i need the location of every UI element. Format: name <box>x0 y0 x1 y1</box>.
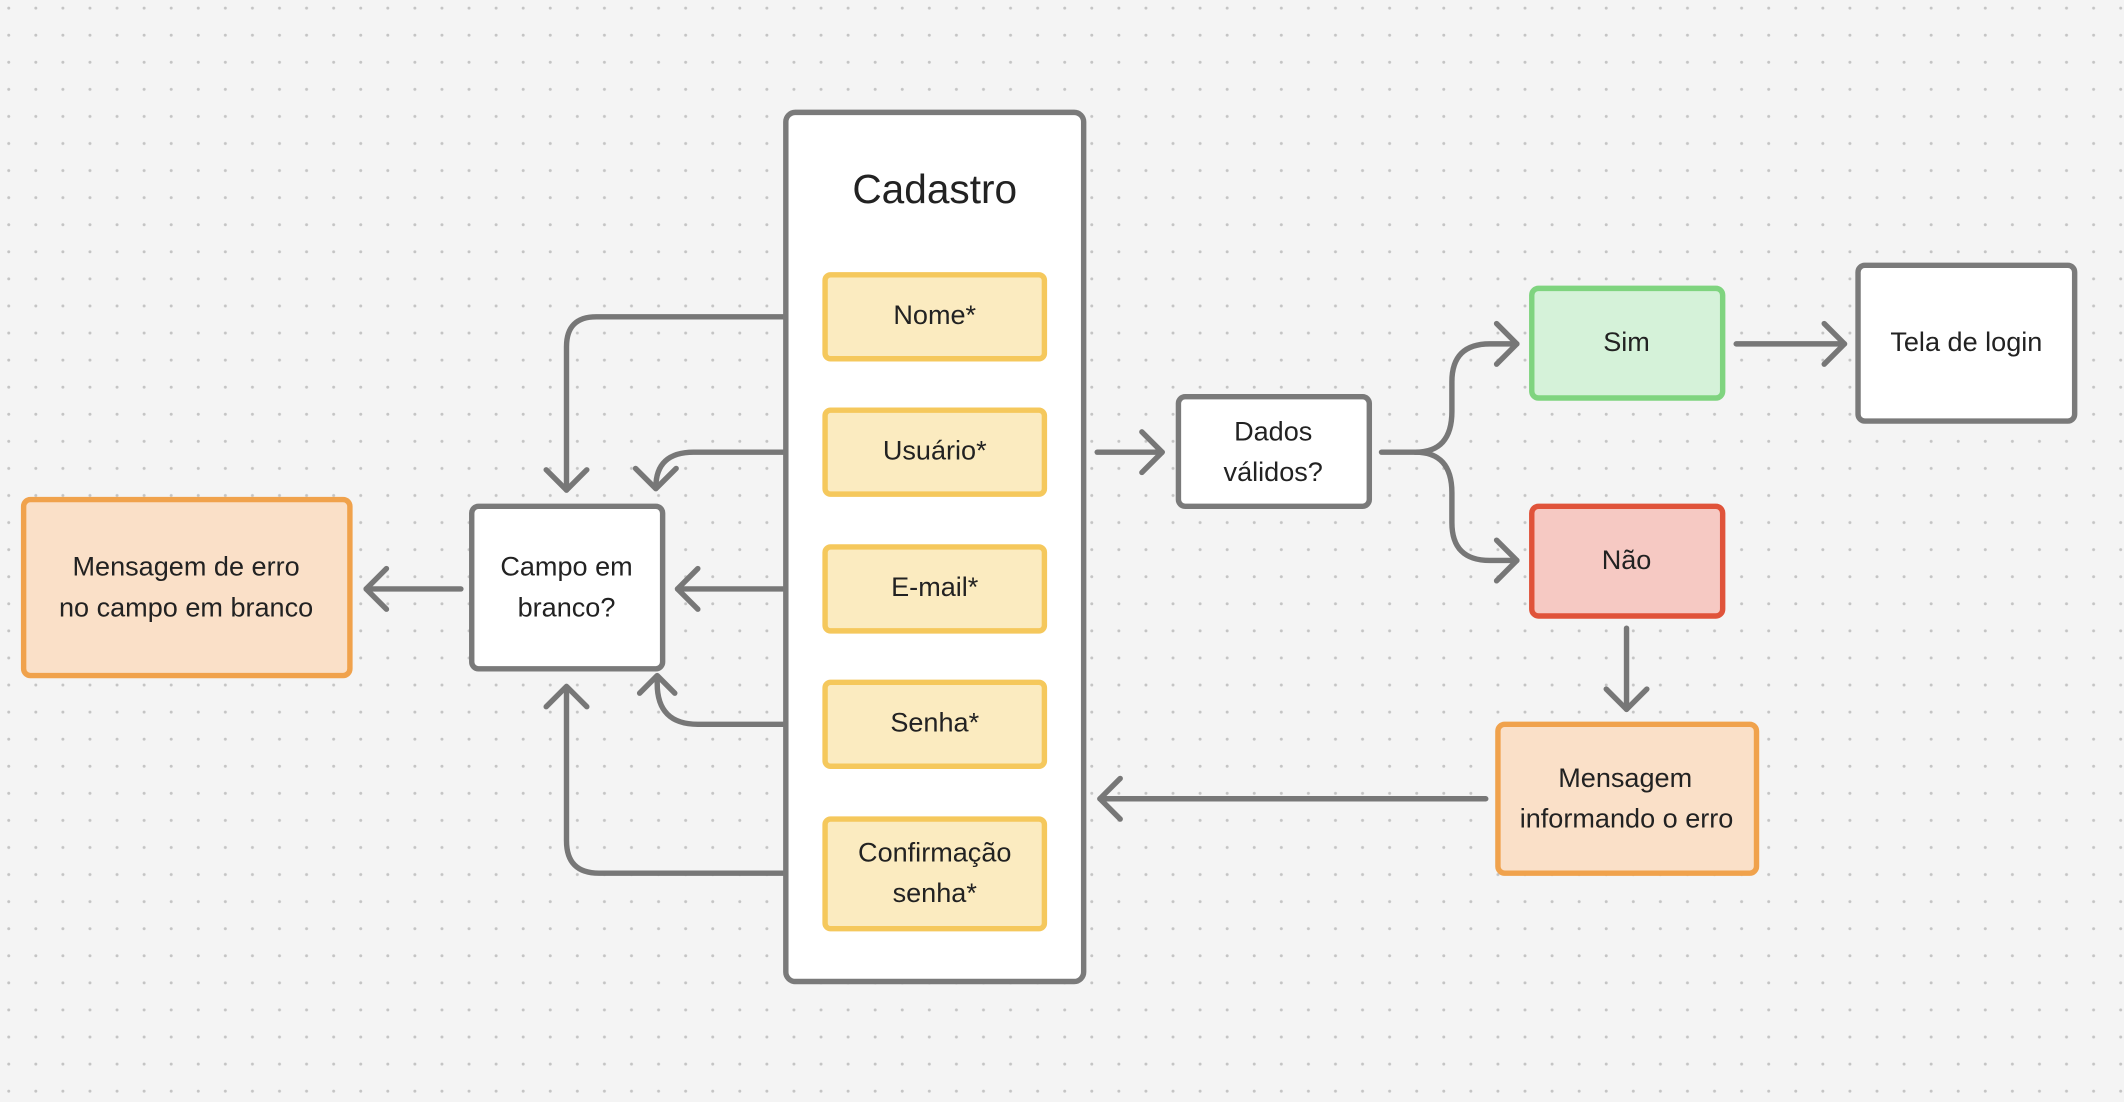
decision-valid-data[interactable]: Dados válidos? <box>1175 393 1373 510</box>
connector-yes-to-login <box>1733 320 1848 367</box>
field-confirmacao-senha[interactable]: Confirmação senha* <box>822 816 1048 932</box>
form-title: Cadastro <box>852 166 1017 212</box>
node-label-line2: válidos? <box>1224 456 1323 487</box>
field-usuario[interactable]: Usuário* <box>822 407 1048 497</box>
outcome-yes[interactable]: Sim <box>1529 285 1726 401</box>
login-screen-node[interactable]: Tela de login <box>1855 262 2078 424</box>
connector-confirmacao-to-blank-check <box>543 683 816 876</box>
outcome-no[interactable]: Não <box>1529 503 1726 619</box>
node-label: Não <box>1602 544 1652 575</box>
connector-invalid-error-to-form <box>1097 775 1489 822</box>
field-label-line2: senha* <box>893 877 978 908</box>
connector-usuario-to-blank-check <box>632 449 816 492</box>
node-label-line1: Campo em <box>500 551 632 582</box>
node-label: Tela de login <box>1890 326 2042 357</box>
connector-nome-to-blank-check <box>543 314 816 493</box>
node-label-line1: Dados <box>1234 415 1312 446</box>
field-nome[interactable]: Nome* <box>822 272 1048 362</box>
node-label: Sim <box>1603 326 1650 357</box>
field-label: Senha* <box>890 706 979 737</box>
node-label-line1: Mensagem <box>1558 762 1692 793</box>
blank-field-error-message[interactable]: Mensagem de erro no campo em branco <box>20 496 353 679</box>
connector-senha-to-blank-check <box>636 672 816 727</box>
connector-no-to-invalid-error <box>1603 625 1650 713</box>
node-label-line2: no campo em branco <box>59 591 313 622</box>
connector-form-to-valid-check <box>1094 429 1165 476</box>
field-senha[interactable]: Senha* <box>822 679 1048 769</box>
field-email[interactable]: E-mail* <box>822 544 1048 634</box>
field-label: Usuário* <box>883 434 987 465</box>
field-label: Nome* <box>893 299 976 330</box>
node-label-line2: branco? <box>518 591 616 622</box>
node-label-line1: Mensagem de erro <box>73 551 300 582</box>
field-label-line1: Confirmação <box>858 836 1011 867</box>
invalid-data-error-message[interactable]: Mensagem informando o erro <box>1495 721 1760 876</box>
node-label-line2: informando o erro <box>1520 803 1734 834</box>
decision-blank-field[interactable]: Campo em branco? <box>469 503 666 672</box>
connector-blank-check-to-error <box>363 565 464 612</box>
connector-valid-check-to-no <box>1412 449 1520 584</box>
connector-valid-check-to-yes <box>1378 320 1520 455</box>
field-label: E-mail* <box>891 571 979 602</box>
